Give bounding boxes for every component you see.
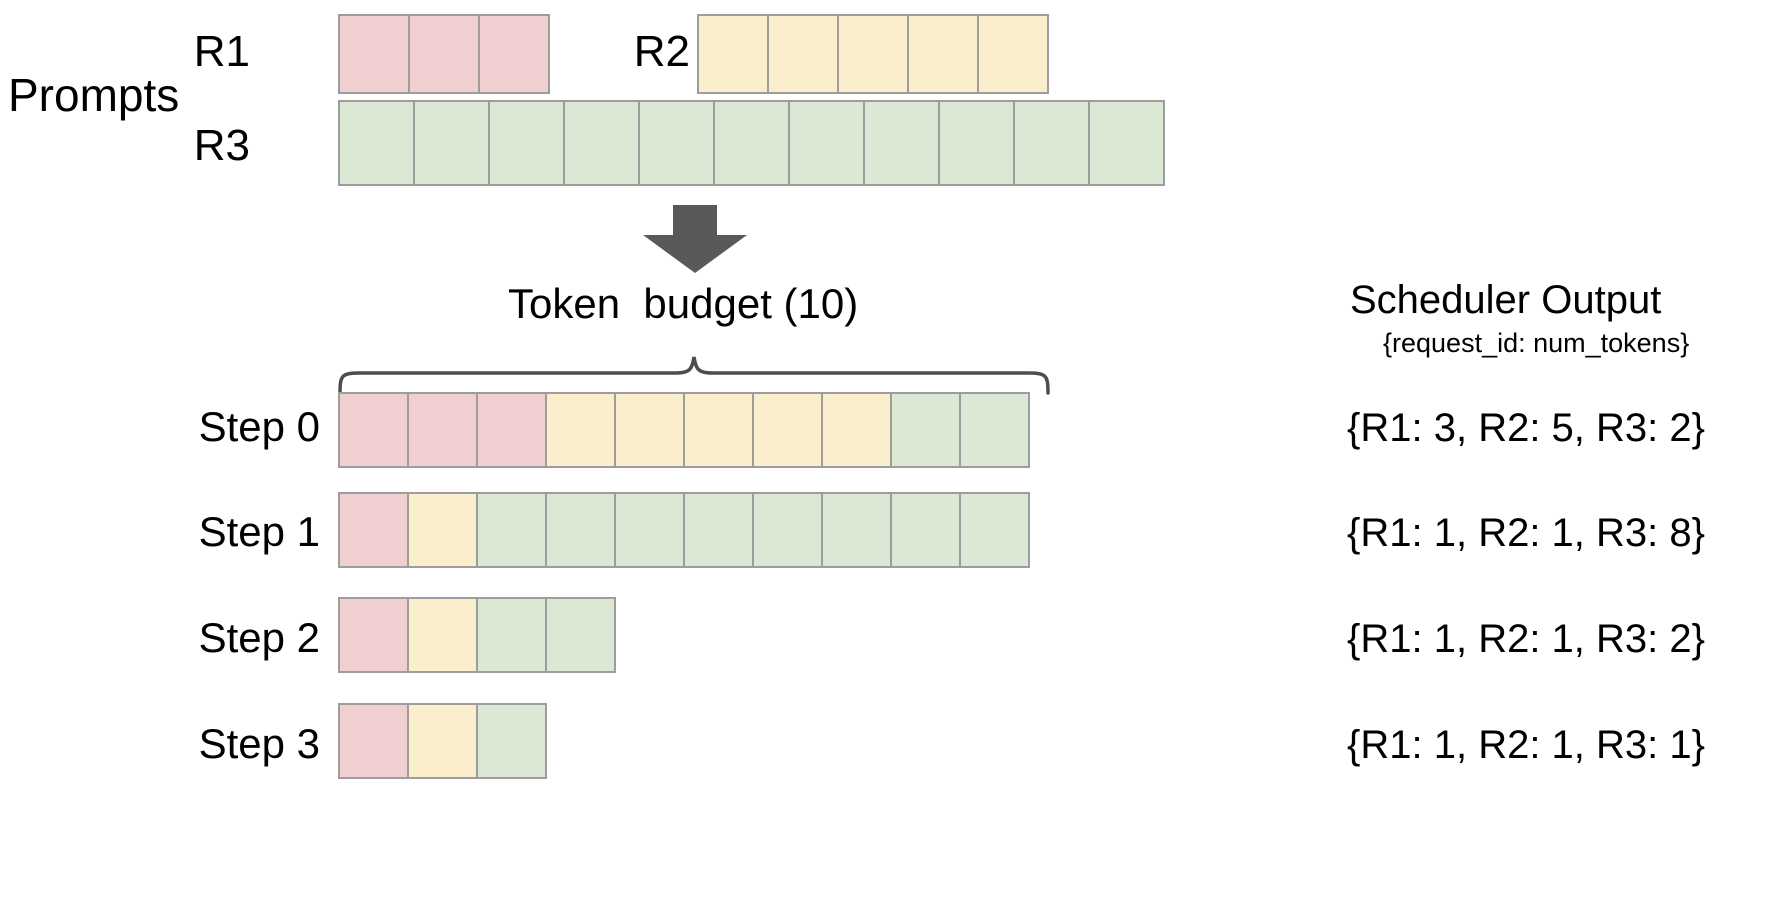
token-cell-r3 [338, 100, 415, 186]
prompt-label-r2: R2 [633, 27, 690, 76]
token-cell-r3 [413, 100, 490, 186]
token-cell-r3 [545, 492, 616, 568]
token-cell-r3 [752, 492, 823, 568]
token-cell-r1 [338, 392, 409, 468]
token-cell-r3 [890, 492, 961, 568]
token-cell-r3 [476, 703, 547, 779]
token-cell-r2 [545, 392, 616, 468]
token-cell-r3 [890, 392, 961, 468]
token-cell-r2 [767, 14, 839, 94]
token-cell-r3 [638, 100, 715, 186]
token-cell-r3 [959, 492, 1030, 568]
token-cell-r3 [1013, 100, 1090, 186]
prompt-label-r3: R3 [193, 121, 250, 170]
step-row-3 [338, 703, 547, 779]
prompt-label-r1: R1 [193, 27, 250, 76]
token-cell-r1 [338, 597, 409, 673]
scheduler-output-1: {R1: 1, R2: 1, R3: 8} [1347, 511, 1705, 555]
token-cell-r3 [683, 492, 754, 568]
scheduler-output-title: Scheduler Output [1350, 278, 1662, 322]
token-cell-r3 [1088, 100, 1165, 186]
token-cell-r3 [788, 100, 865, 186]
token-cell-r3 [863, 100, 940, 186]
token-cell-r3 [713, 100, 790, 186]
token-cell-r2 [752, 392, 823, 468]
step-row-2 [338, 597, 616, 673]
token-cell-r3 [476, 597, 547, 673]
token-cell-r1 [407, 392, 478, 468]
token-cell-r3 [545, 597, 616, 673]
token-cell-r3 [488, 100, 565, 186]
step-row-1 [338, 492, 1030, 568]
token-cell-r2 [683, 392, 754, 468]
token-cell-r2 [697, 14, 769, 94]
token-cell-r1 [478, 14, 550, 94]
token-cell-r1 [476, 392, 547, 468]
curly-brace-icon [338, 355, 1050, 400]
token-cell-r1 [408, 14, 480, 94]
token-cell-r1 [338, 14, 410, 94]
scheduler-output-subtitle: {request_id: num_tokens} [1383, 328, 1690, 358]
prompt-row-r2 [697, 14, 1049, 94]
token-cell-r2 [821, 392, 892, 468]
token-cell-r2 [407, 597, 478, 673]
token-cell-r2 [977, 14, 1049, 94]
step-label-3: Step 3 [198, 720, 320, 767]
prompt-row-r1 [338, 14, 550, 94]
token-cell-r1 [338, 703, 409, 779]
token-cell-r2 [407, 492, 478, 568]
prompts-section-label: Prompts [8, 69, 180, 121]
token-cell-r2 [907, 14, 979, 94]
step-label-0: Step 0 [198, 403, 320, 450]
prompt-row-r3 [338, 100, 1165, 186]
token-cell-r3 [959, 392, 1030, 468]
scheduler-output-2: {R1: 1, R2: 1, R3: 2} [1347, 617, 1705, 661]
step-label-1: Step 1 [198, 508, 320, 555]
token-cell-r3 [821, 492, 892, 568]
token-cell-r3 [938, 100, 1015, 186]
token-budget-label: Token budget (10) [508, 280, 859, 327]
scheduler-output-3: {R1: 1, R2: 1, R3: 1} [1347, 723, 1705, 767]
token-cell-r3 [476, 492, 547, 568]
token-cell-r3 [563, 100, 640, 186]
down-arrow-icon [635, 205, 755, 280]
token-cell-r3 [614, 492, 685, 568]
token-cell-r1 [338, 492, 409, 568]
step-row-0 [338, 392, 1030, 468]
token-cell-r2 [407, 703, 478, 779]
token-cell-r2 [837, 14, 909, 94]
step-label-2: Step 2 [198, 614, 320, 661]
scheduler-output-0: {R1: 3, R2: 5, R3: 2} [1347, 406, 1705, 450]
token-cell-r2 [614, 392, 685, 468]
